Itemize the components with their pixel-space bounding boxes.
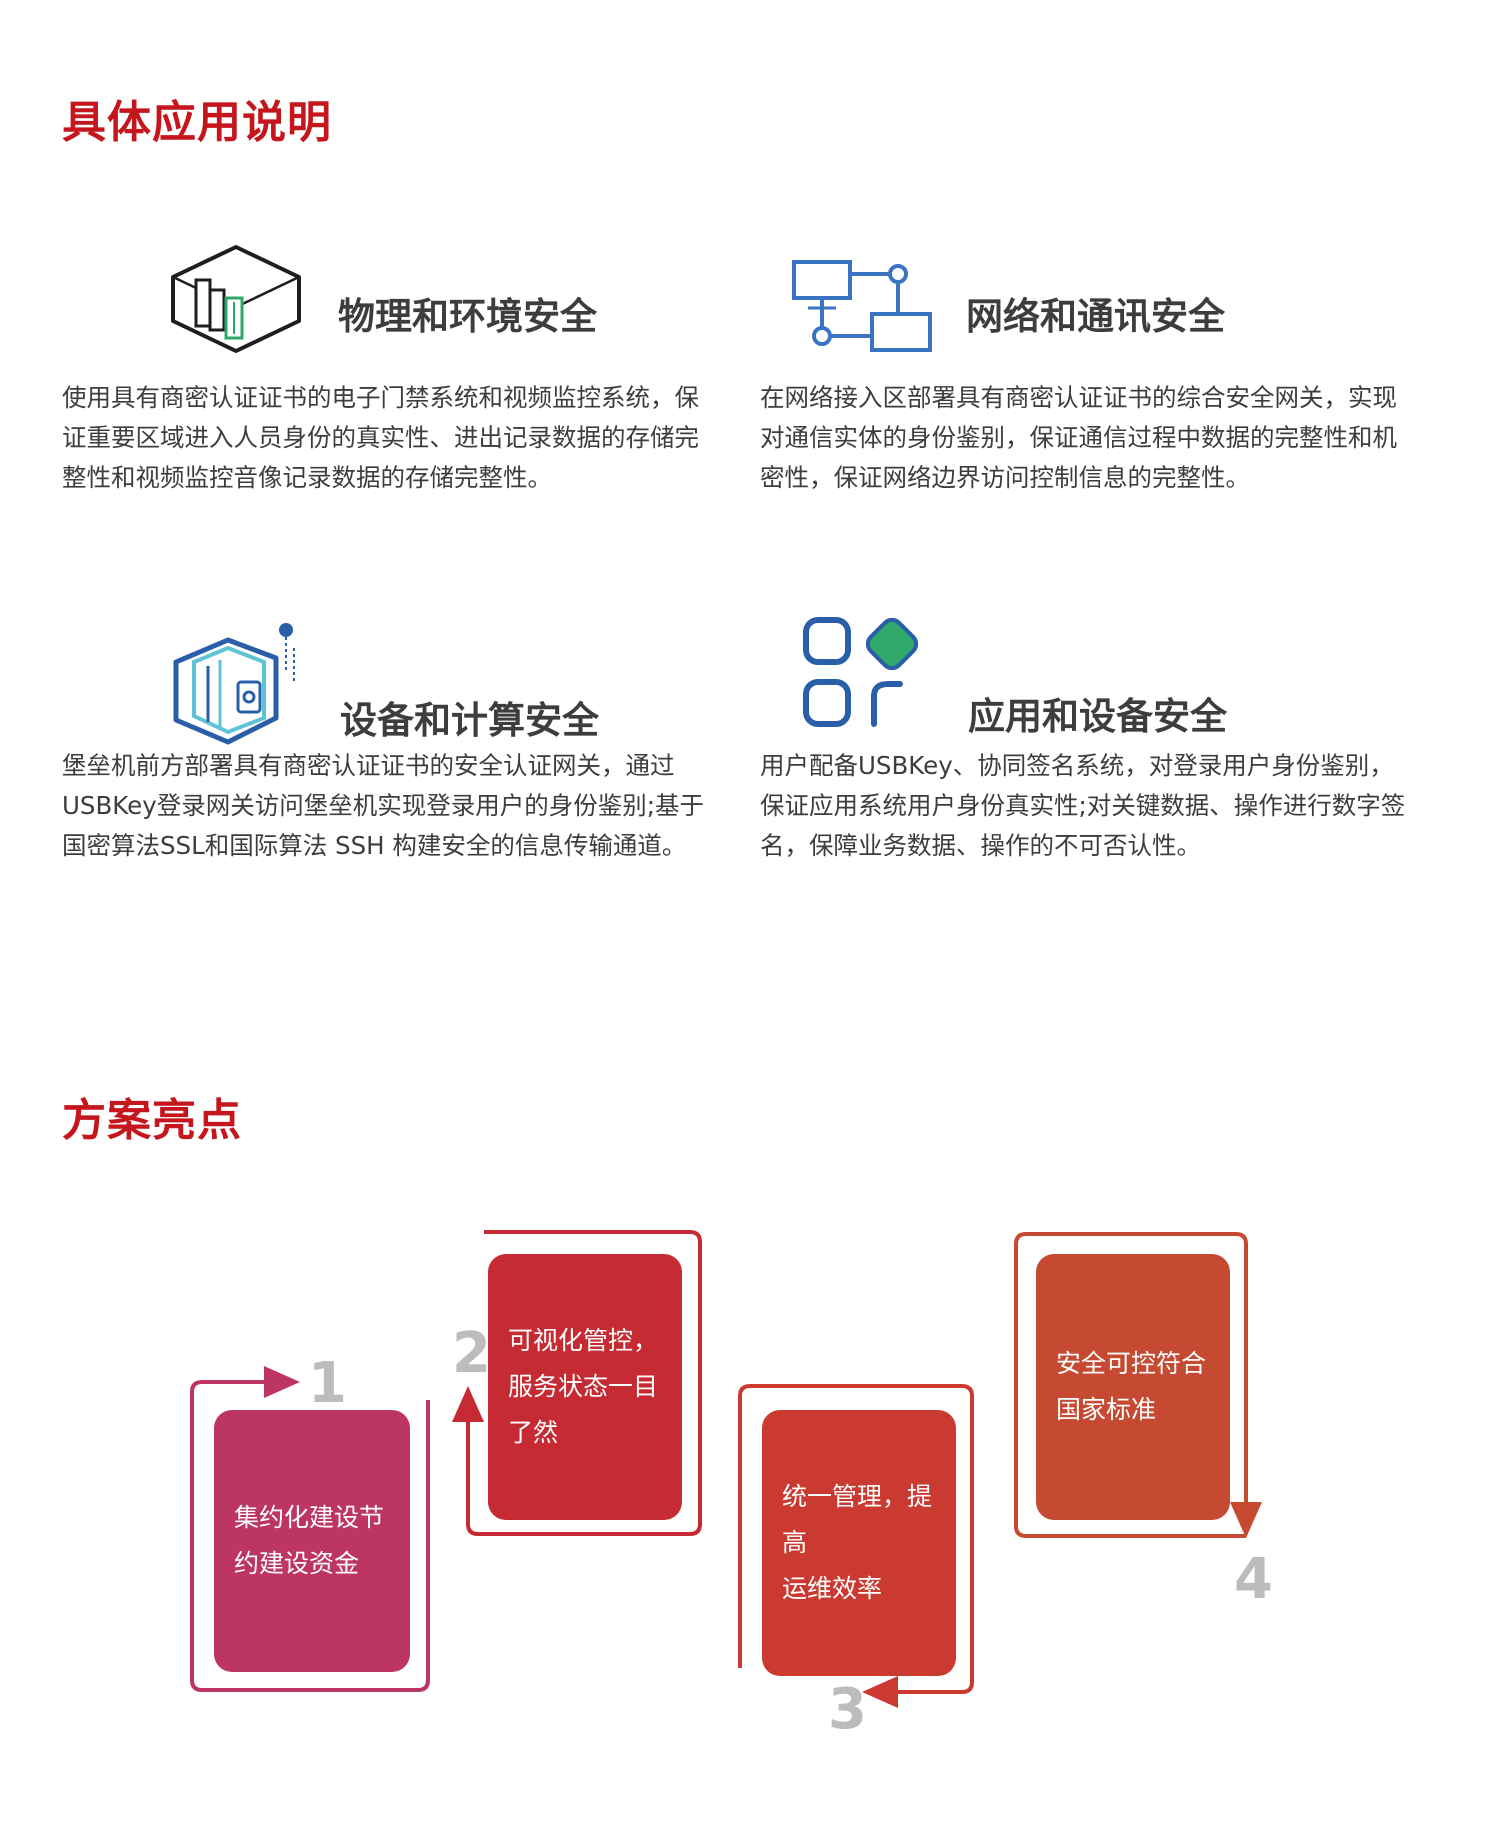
highlight-step-number-2: 2 xyxy=(452,1321,491,1386)
highlight-card-1: 集约化建设节 约建设资金 xyxy=(214,1410,410,1672)
highlight-card-4: 安全可控符合 国家标准 xyxy=(1036,1254,1230,1520)
feature-title-physical: 物理和环境安全 xyxy=(338,295,597,338)
highlight-step-number-1: 1 xyxy=(308,1351,347,1416)
feature-desc-network: 在网络接入区部署具有商密认证证书的综合安全网关，实现 对通信实体的身份鉴别，保证… xyxy=(760,383,1397,492)
feature-title-application: 应用和设备安全 xyxy=(968,695,1227,738)
feature-title-network: 网络和通讯安全 xyxy=(966,295,1225,338)
feature-desc-device: 堡垒机前方部署具有商密认证证书的安全认证网关，通过 USBKey登录网关访问堡垒… xyxy=(62,751,704,860)
highlight-step-number-3: 3 xyxy=(828,1677,867,1742)
section-title-highlights: 方案亮点 xyxy=(62,1095,242,1146)
network-topology-icon xyxy=(790,258,936,354)
highlight-step-number-4: 4 xyxy=(1234,1547,1273,1612)
section-title-applications: 具体应用说明 xyxy=(62,97,332,148)
app-grid-icon xyxy=(802,616,922,732)
feature-title-device: 设备和计算安全 xyxy=(340,699,599,742)
highlight-card-2: 可视化管控， 服务状态一目 了然 xyxy=(488,1254,682,1520)
feature-desc-physical: 使用具有商密认证证书的电子门禁系统和视频监控系统，保 证重要区域进入人员身份的真… xyxy=(62,383,699,492)
highlight-card-3: 统一管理，提高 运维效率 xyxy=(762,1410,956,1676)
server-device-icon xyxy=(168,622,308,746)
feature-desc-application: 用户配备USBKey、协同签名系统，对登录用户身份鉴别， 保证应用系统用户身份真… xyxy=(760,751,1406,860)
datacenter-cube-icon xyxy=(166,244,306,354)
